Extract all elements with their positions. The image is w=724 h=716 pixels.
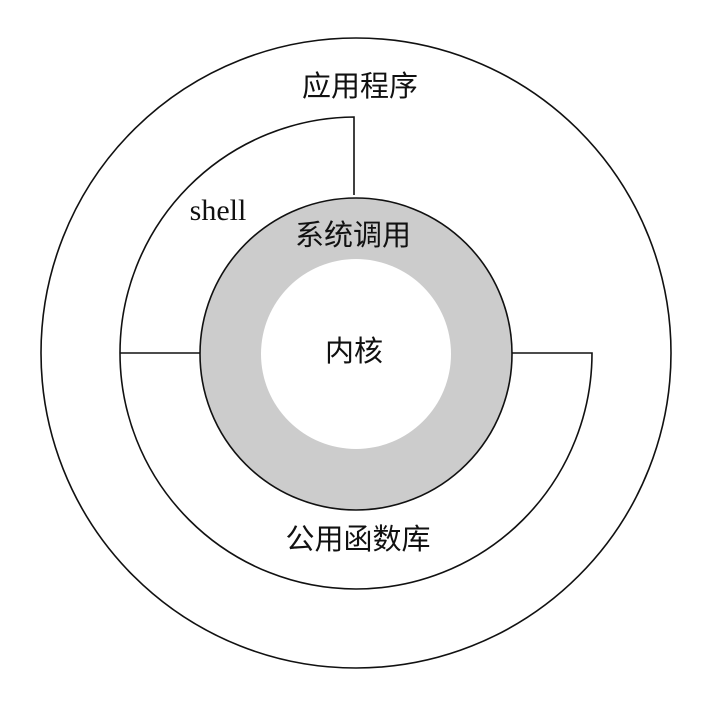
library-routines-label: 公用函数库 <box>285 522 430 556</box>
library-routines-boundary <box>119 352 593 590</box>
applications-label: 应用程序 <box>302 69 418 103</box>
applications-ring <box>40 37 672 669</box>
kernel-label: 内核 <box>325 334 383 368</box>
shell-label: shell <box>190 194 247 227</box>
system-calls-label: 系统调用 <box>295 218 411 252</box>
kernel-circle <box>261 259 451 449</box>
shell-boundary <box>119 116 355 354</box>
